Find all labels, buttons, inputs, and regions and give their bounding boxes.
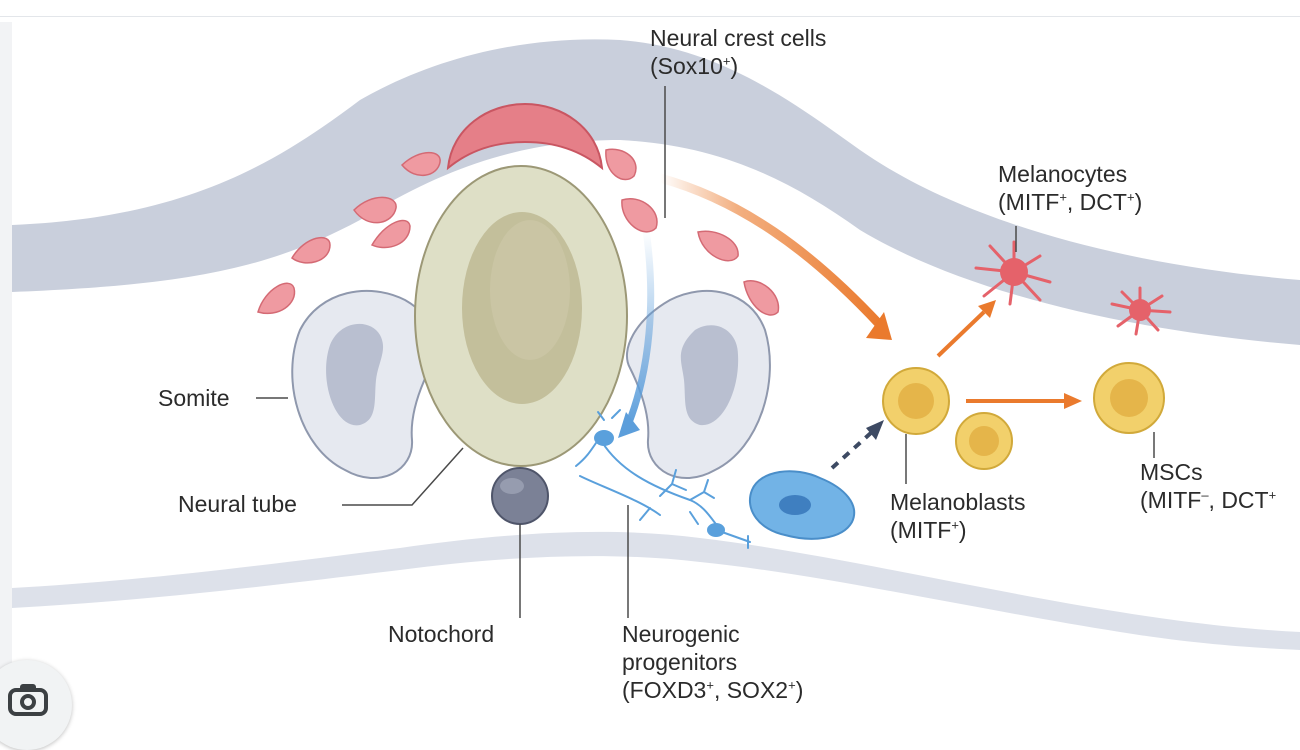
label-notochord: Notochord [388,621,495,647]
leader-lines [256,86,1155,618]
somite-left [291,289,437,480]
msc-cell [1093,362,1165,434]
melanoblast-cells [882,367,1013,470]
label-neural-crest-cells: Neural crest cells (Sox10+) [650,25,827,79]
label-neurogenic-progenitors: Neurogenic progenitors (FOXD3+, SOX2+) [622,621,804,703]
somite-right [625,289,771,480]
browser-top-bar [0,0,1300,17]
neuron-cell-body [594,430,614,446]
neural-crest-diagram [12,39,1300,650]
neurogenic-progenitor-cells [575,409,751,549]
camera-lens-icon [8,684,48,716]
notochord [491,467,549,525]
neural-crest-cap [446,102,604,171]
to-melanocyte-arrow [936,310,986,358]
label-mscs: MSCs (MITF–, DCT+ [1140,459,1277,513]
ventral-migration-arrow [624,226,655,429]
label-melanocytes: Melanocytes (MITF+, DCT+) [998,161,1143,215]
dorsolateral-migration-arrow [655,173,885,330]
dedifferentiation-arrow [830,430,874,470]
left-margin-strip [0,22,12,710]
label-melanoblasts: Melanoblasts (MITF+) [890,489,1026,543]
label-somite: Somite [158,385,230,411]
migrating-neural-crest-cells [257,148,780,316]
lower-tissue-band [12,531,1300,650]
label-neural-tube: Neural tube [178,491,297,517]
